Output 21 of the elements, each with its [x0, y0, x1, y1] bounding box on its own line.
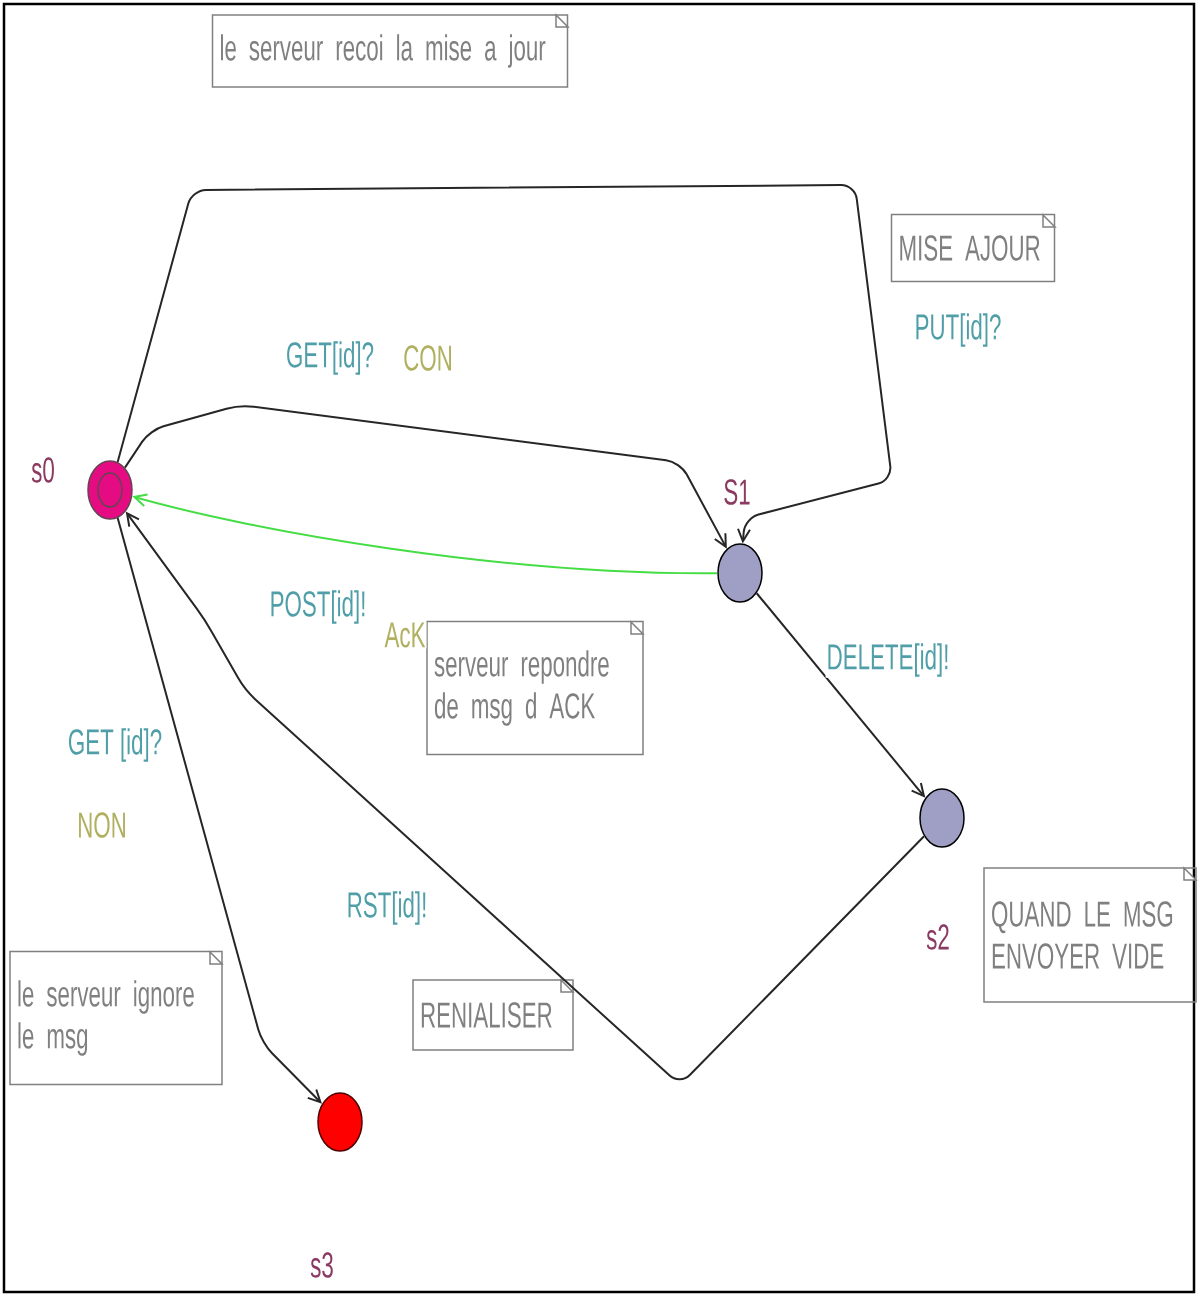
edge-label: POST[id]! — [268, 589, 368, 625]
state-name: s0 — [31, 457, 54, 483]
note-box: MISE AJOUR — [890, 213, 1057, 283]
edge-label: PUT[id]? — [913, 312, 1003, 348]
transition-arrow — [755, 592, 926, 798]
note-box: le serveur ignore le msg — [9, 950, 224, 1086]
note-box: serveur repondre de msg d ACK — [426, 620, 645, 756]
transition-arrow — [116, 517, 322, 1104]
state-name: s3 — [310, 1252, 333, 1278]
edge-label: GET[id]? — [284, 340, 376, 376]
transition-arrow — [123, 405, 727, 549]
guard-label: CON — [402, 344, 454, 372]
state-name: S1 — [724, 479, 750, 505]
guard-label: NON — [76, 811, 128, 839]
edge-label: GET [id]? — [66, 727, 164, 763]
edge-label: DELETE[id]! — [825, 642, 951, 678]
transition-arrow — [116, 184, 892, 544]
edge-label: RST[id]! — [345, 890, 429, 926]
transition-arrow — [125, 511, 926, 1081]
state-name: s2 — [926, 924, 949, 950]
transition-arrow — [132, 493, 719, 575]
